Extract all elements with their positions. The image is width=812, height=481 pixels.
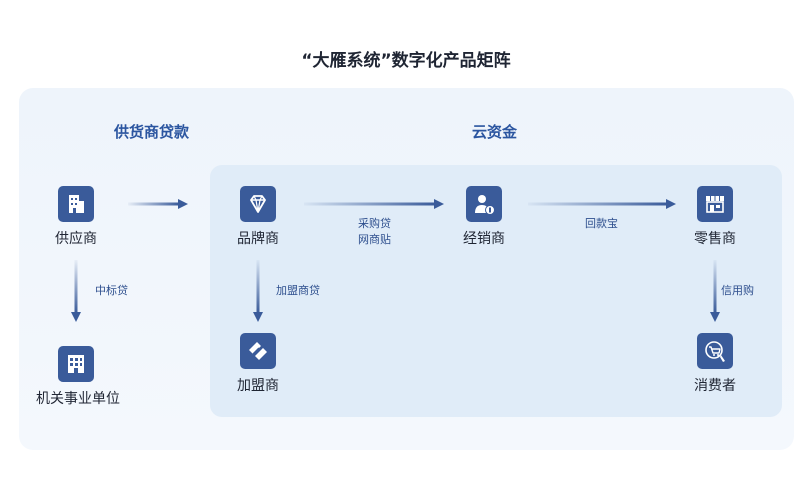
- node-franchisee: 加盟商: [218, 333, 298, 395]
- office-building-icon: [58, 346, 94, 382]
- node-label: 供应商: [55, 231, 97, 247]
- arrow-supplier-to-brand: [128, 198, 188, 210]
- node-distributor: 经销商: [444, 186, 524, 248]
- section-title-supplier-loan: 供货商贷款: [114, 123, 190, 141]
- node-brand: 品牌商: [218, 186, 298, 248]
- node-label: 机关事业单位: [36, 391, 120, 407]
- storefront-icon: [697, 186, 733, 222]
- node-label: 零售商: [694, 231, 736, 247]
- arrow-supplier-to-institution: [70, 260, 82, 322]
- edge-label-bid-loan: 中标贷: [95, 284, 128, 297]
- building-icon: [58, 186, 94, 222]
- node-supplier: 供应商: [36, 186, 116, 248]
- node-retailer: 零售商: [675, 186, 755, 248]
- edge-label-purchase-loan: 采购贷: [358, 217, 391, 230]
- arrow-distributor-to-retailer: [528, 198, 676, 210]
- arrow-brand-to-distributor: [304, 198, 444, 210]
- page-title: “大雁系统”数字化产品矩阵: [301, 51, 511, 71]
- node-label: 品牌商: [237, 231, 279, 247]
- node-consumer: 消费者: [675, 333, 755, 395]
- edge-label-credit-purchase: 信用购: [721, 284, 754, 297]
- node-label: 加盟商: [237, 378, 279, 394]
- handshake-icon: [240, 333, 276, 369]
- diamond-icon: [240, 186, 276, 222]
- arrow-retailer-to-consumer: [709, 260, 721, 322]
- section-title-cloud-fund: 云资金: [472, 123, 518, 141]
- shopping-cart-icon: [697, 333, 733, 369]
- node-institution: 机关事业单位: [36, 346, 120, 408]
- edge-label-payment-treasure: 回款宝: [585, 217, 618, 230]
- person-badge-icon: [466, 186, 502, 222]
- node-label: 经销商: [463, 231, 505, 247]
- edge-label-franchise-loan: 加盟商贷: [276, 284, 320, 297]
- edge-label-network-discount: 网商贴: [358, 233, 391, 246]
- arrow-brand-to-franchisee: [252, 260, 264, 322]
- node-label: 消费者: [694, 378, 736, 394]
